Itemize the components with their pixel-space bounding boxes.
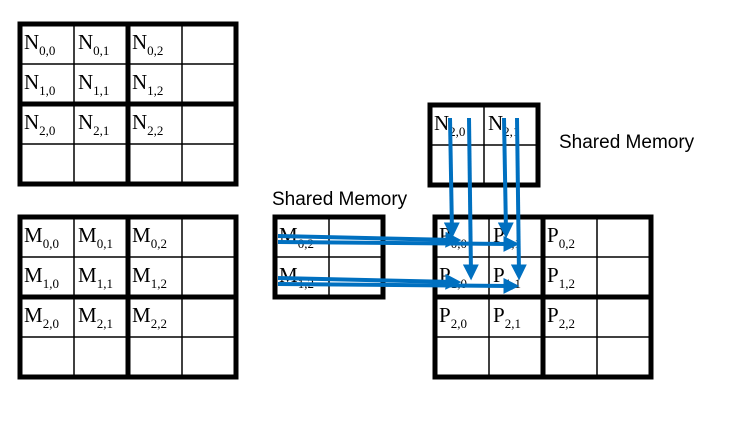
- shared-memory-caption-n: Shared Memory: [559, 132, 695, 153]
- shared-m-matrix-frame: [272, 214, 386, 300]
- shared-n-matrix-frame: [427, 102, 541, 188]
- m-cell-label: M2,2: [132, 303, 167, 331]
- n-cell-label: N2,2: [132, 110, 163, 138]
- data-flow-arrow: [277, 273, 462, 290]
- n-cell-label: N1,2: [132, 70, 163, 98]
- n-cell-label: N1,0: [24, 70, 55, 98]
- m-cell-label: M0,0: [24, 223, 59, 251]
- m-matrix-frame: [17, 214, 239, 380]
- n-cell-label: N2,1: [78, 110, 109, 138]
- m-cell-label: M0,1: [78, 223, 113, 251]
- n-cell-label: N0,1: [78, 30, 109, 58]
- n-matrix-frame: [17, 21, 239, 187]
- data-flow-arrow: [277, 277, 520, 294]
- p-cell-label: P1,2: [547, 263, 575, 291]
- n-cell-label: N1,1: [78, 70, 109, 98]
- n-cell-label: N0,2: [132, 30, 163, 58]
- data-flow-arrow: [277, 231, 462, 248]
- m-cell-label: M1,2: [132, 263, 167, 291]
- shared-n-cell-label: N2,0: [434, 111, 465, 139]
- p-cell-label: P2,0: [439, 303, 467, 331]
- shared-memory-caption-m: Shared Memory: [272, 189, 408, 210]
- p-cell-label: P2,2: [547, 303, 575, 331]
- m-cell-label: M2,1: [78, 303, 113, 331]
- m-cell-label: M2,0: [24, 303, 59, 331]
- data-flow-arrow: [510, 117, 527, 281]
- p-cell-label: P2,1: [493, 303, 521, 331]
- n-cell-label: N0,0: [24, 30, 55, 58]
- m-cell-label: M1,0: [24, 263, 59, 291]
- data-flow-arrow: [443, 117, 460, 239]
- data-flow-arrow: [462, 117, 479, 281]
- m-cell-label: M0,2: [132, 223, 167, 251]
- n-cell-label: N2,0: [24, 110, 55, 138]
- p-cell-label: P0,2: [547, 223, 575, 251]
- data-flow-arrow: [277, 235, 520, 252]
- data-flow-arrow: [497, 117, 514, 239]
- p-matrix-frame: [432, 214, 654, 380]
- m-cell-label: M1,1: [78, 263, 113, 291]
